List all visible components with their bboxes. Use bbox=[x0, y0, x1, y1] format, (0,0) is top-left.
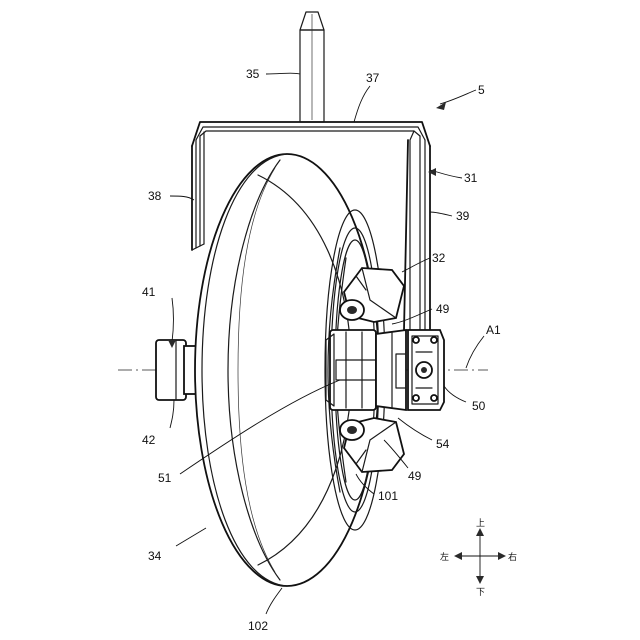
left-fork-arm bbox=[192, 132, 204, 250]
callout-50: 50 bbox=[472, 399, 486, 413]
callout-39: 39 bbox=[456, 209, 470, 223]
callout-37: 37 bbox=[366, 71, 380, 85]
callout-5: 5 bbox=[478, 83, 485, 97]
arrow-left-icon bbox=[454, 552, 462, 560]
callout-a1: A1 bbox=[486, 323, 501, 337]
callout-102: 102 bbox=[248, 619, 268, 633]
arrow-up-icon bbox=[476, 528, 484, 536]
callout-49-lower: 49 bbox=[408, 469, 422, 483]
motor-body bbox=[326, 330, 376, 410]
top-plate bbox=[192, 122, 430, 146]
callout-54: 54 bbox=[436, 437, 450, 451]
direction-left: 左 bbox=[440, 551, 449, 563]
direction-compass: 上 下 左 右 bbox=[440, 518, 517, 598]
direction-right: 右 bbox=[508, 551, 517, 563]
callout-41: 41 bbox=[142, 285, 156, 299]
callout-34: 34 bbox=[148, 549, 162, 563]
arrowhead-5 bbox=[436, 102, 446, 110]
callout-42: 42 bbox=[142, 433, 156, 447]
mounting-plate bbox=[408, 330, 444, 410]
callout-38: 38 bbox=[148, 189, 162, 203]
callout-49-upper: 49 bbox=[436, 302, 450, 316]
arrow-down-icon bbox=[476, 576, 484, 584]
stem bbox=[300, 12, 324, 122]
callout-101: 101 bbox=[378, 489, 398, 503]
right-fork-arm bbox=[404, 131, 430, 330]
callout-31: 31 bbox=[464, 171, 478, 185]
axle-housing bbox=[376, 330, 406, 410]
callout-51: 51 bbox=[158, 471, 172, 485]
arrow-right-icon bbox=[498, 552, 506, 560]
direction-up: 上 bbox=[476, 518, 485, 529]
callout-32: 32 bbox=[432, 251, 446, 265]
callout-35: 35 bbox=[246, 67, 260, 81]
direction-down: 下 bbox=[476, 588, 485, 598]
